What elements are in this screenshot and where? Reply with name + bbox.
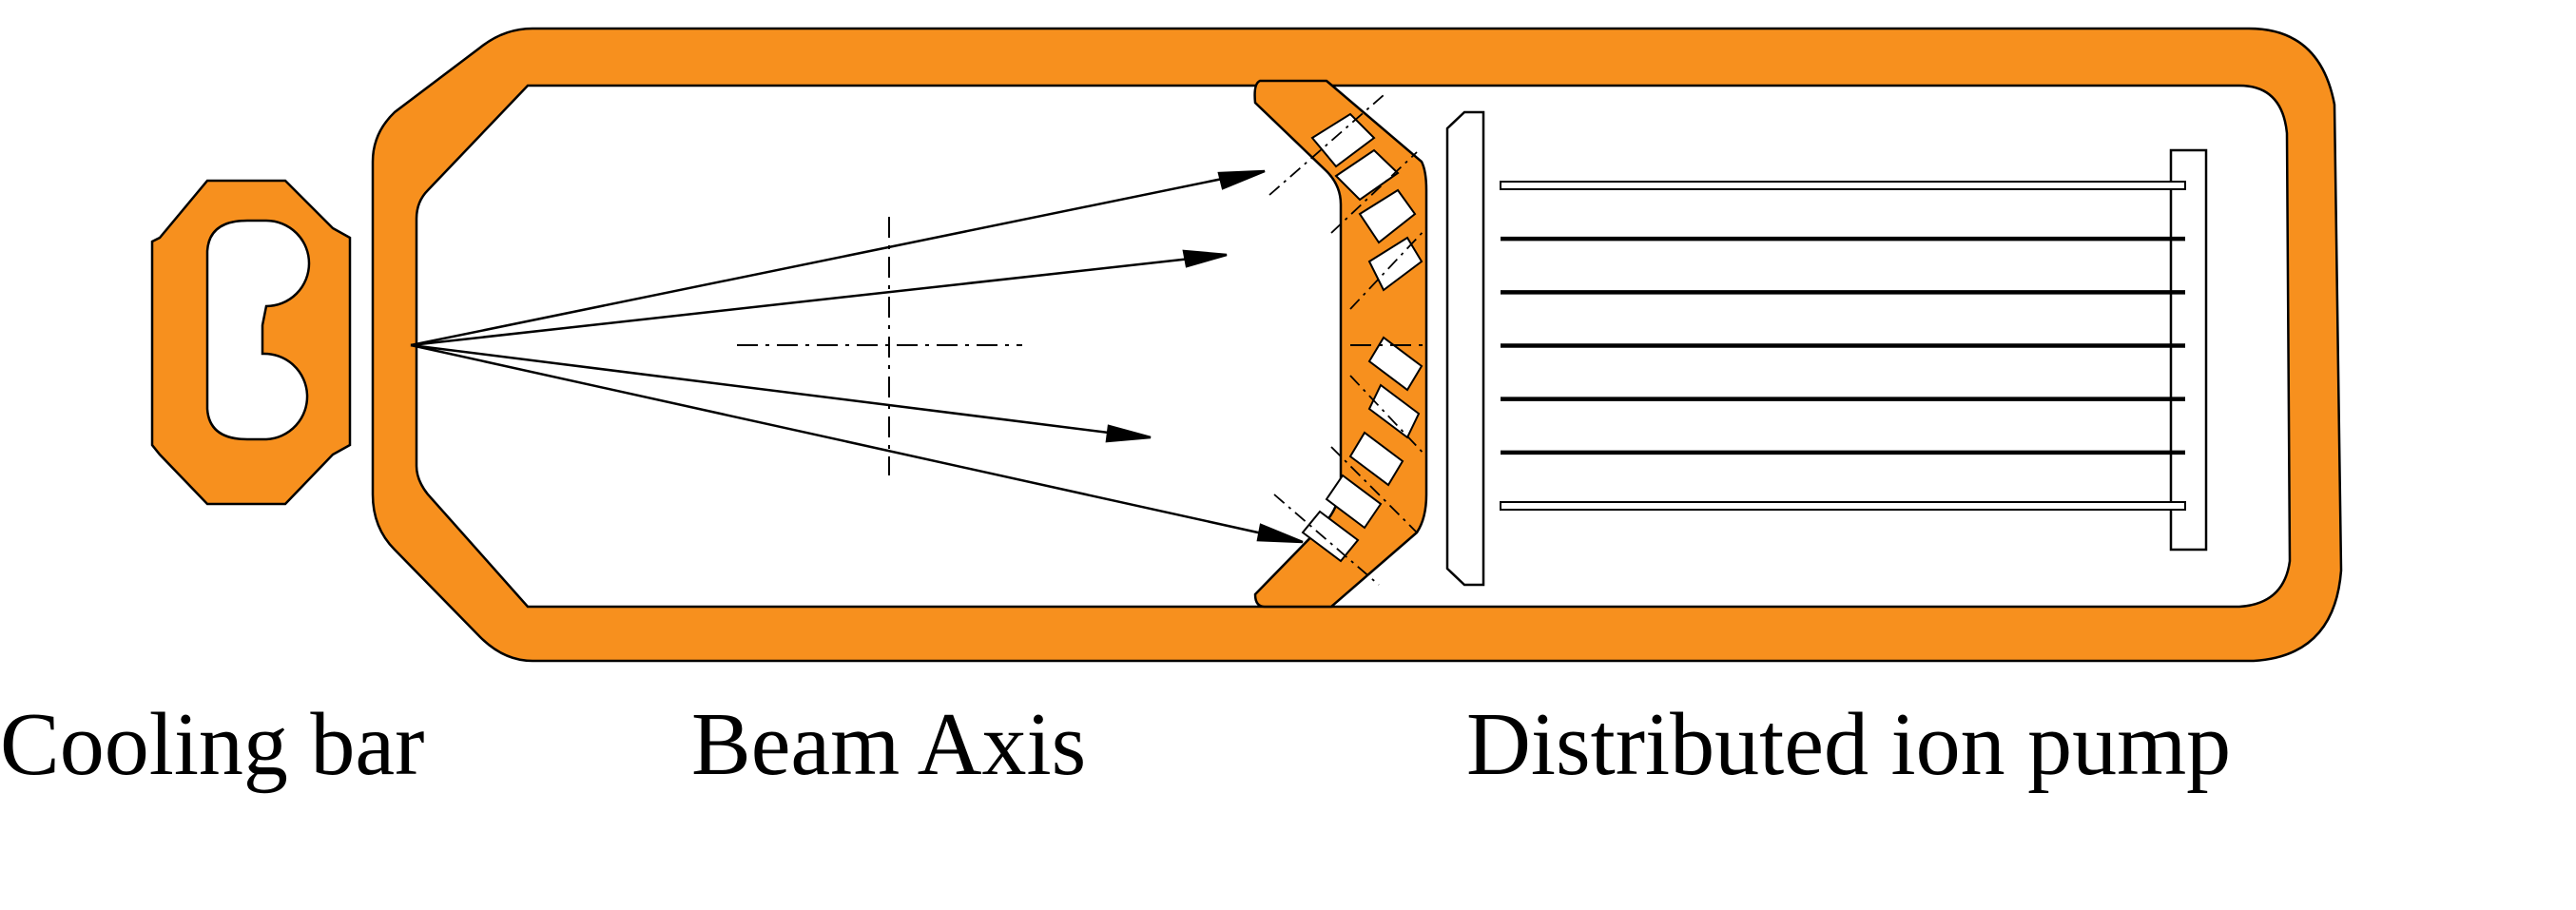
ray-2 <box>410 255 1209 347</box>
ray-3 <box>410 343 1133 437</box>
pump-rod <box>1500 501 2186 511</box>
ray-2-arrowhead <box>1182 249 1228 268</box>
distributed-ion-pump-label: Distributed ion pump <box>1466 695 2232 794</box>
distributed-ion-pump <box>1445 110 2208 587</box>
photon-absorber <box>1253 79 1428 609</box>
ray-1-arrowhead <box>1217 169 1266 190</box>
cooling-bar-label: Cooling bar <box>0 695 425 794</box>
ray-3-arrowhead <box>1105 424 1152 443</box>
ray-4 <box>410 343 1285 540</box>
absorber-cooling-slots <box>1301 112 1424 563</box>
chamber-wall <box>371 27 2343 663</box>
ray-1 <box>410 172 1247 347</box>
beam-axis-label: Beam Axis <box>691 695 1087 794</box>
pump-rod <box>1500 181 2186 190</box>
absorber-channel-axes <box>1269 94 1427 586</box>
pump-front-plate <box>1445 110 1485 587</box>
beam-rays <box>410 169 1304 544</box>
cooling-bar-channel <box>205 219 311 441</box>
ray-4-arrowhead <box>1256 523 1304 544</box>
beam-axis-crosshair <box>737 217 1426 475</box>
cooling-bar <box>150 179 352 506</box>
pump-end-bracket <box>2169 148 2208 552</box>
pump-rods <box>1500 181 2186 511</box>
